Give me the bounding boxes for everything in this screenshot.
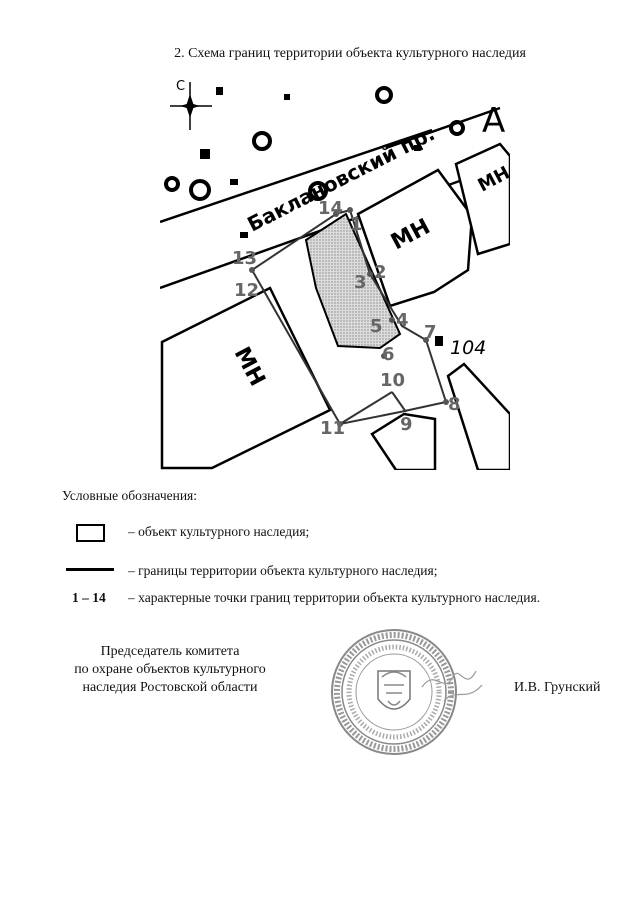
legend-item-text: – границы территории объекта культурного… xyxy=(128,563,438,578)
point-label: 6 xyxy=(382,344,395,365)
point-label: 14 xyxy=(318,198,343,219)
point-label: 13 xyxy=(232,248,257,269)
position-line: по охране объектов культурного xyxy=(74,662,266,677)
point-label: 3 xyxy=(354,272,367,293)
point-label: 7 xyxy=(424,322,437,343)
point-label: 8 xyxy=(448,394,461,415)
point-label: 10 xyxy=(380,370,405,391)
legend-rectangle-symbol xyxy=(76,524,105,542)
point-label: 9 xyxy=(400,414,413,435)
official-seal xyxy=(331,629,483,755)
legend-title: Условные обозначения: xyxy=(62,488,198,503)
position-line: наследия Ростовской области xyxy=(82,680,258,695)
legend-points-symbol: 1 – 14 xyxy=(72,590,106,605)
position-line: Председатель комитета xyxy=(100,644,240,659)
legend-item-text: – характерные точки границ территории об… xyxy=(128,590,541,605)
legend-line-symbol xyxy=(66,568,114,571)
point-label: 11 xyxy=(320,418,345,439)
boundary-points xyxy=(249,207,449,427)
signer-name: И.В. Грунский xyxy=(514,680,601,695)
north-arrow-icon xyxy=(170,82,212,130)
point-label: 1 xyxy=(350,214,363,235)
territory-boundary xyxy=(251,208,448,426)
house-number: 104 xyxy=(450,337,486,359)
signer-position: Председатель комитета по охране объектов… xyxy=(40,643,300,697)
heritage-object xyxy=(304,212,402,350)
north-label: С xyxy=(176,79,185,94)
legend-item-text: – объект культурного наследия; xyxy=(128,524,310,539)
point-label: 4 xyxy=(396,310,409,331)
point-label: 12 xyxy=(234,280,259,301)
point-label: 2 xyxy=(374,262,387,283)
svg-text:A: A xyxy=(482,101,505,141)
point-label: 5 xyxy=(370,316,383,337)
territory-map: С A Баклановский пр. МН xyxy=(160,79,510,470)
schema-title: 2. Схема границ территории объекта культ… xyxy=(174,46,526,61)
